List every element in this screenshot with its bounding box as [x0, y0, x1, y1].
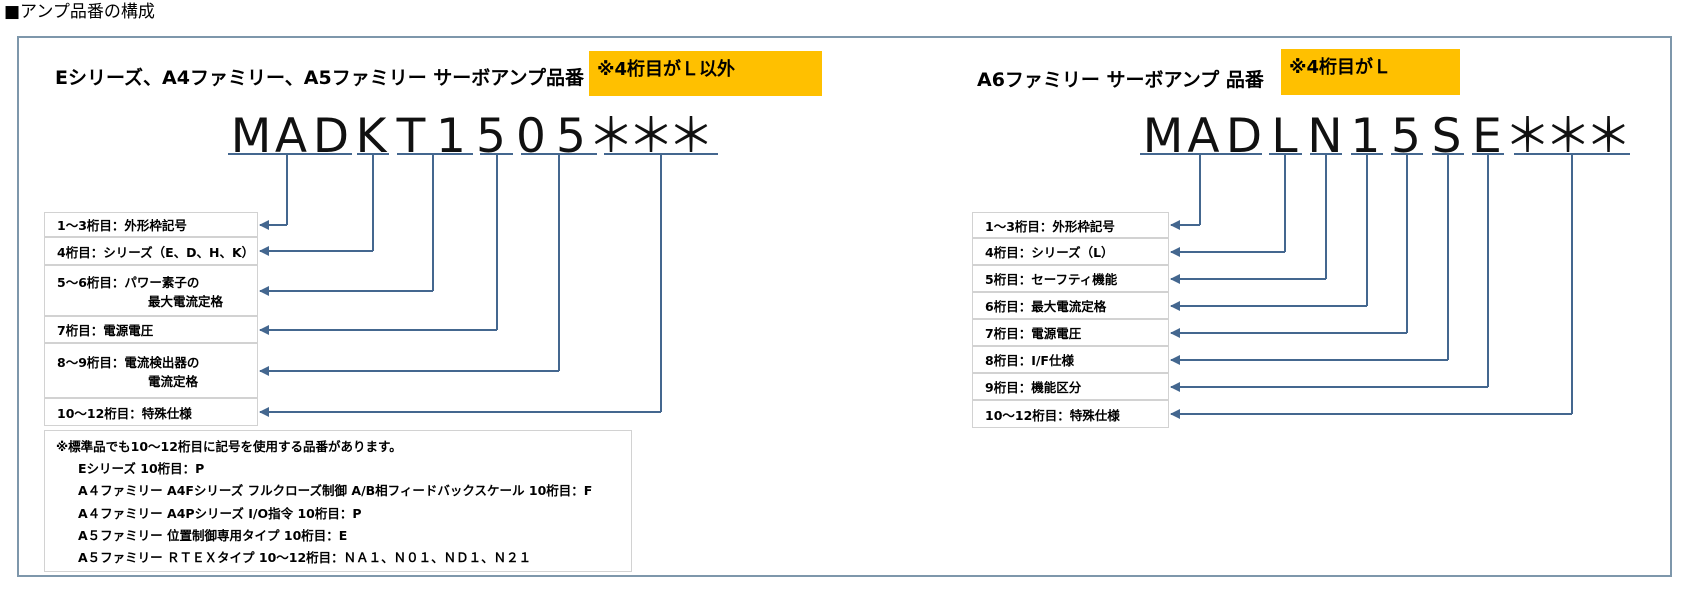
part-digit: ＊ — [627, 109, 675, 164]
digit-label: 4桁目：シリーズ（E、D、H、K） — [44, 237, 258, 265]
digit-label: 5～6桁目：パワー素子の最大電流定格 — [44, 265, 258, 316]
digit-label-line1: 8桁目：I/F仕様 — [985, 353, 1074, 368]
left-panel-title: Eシリーズ、A4ファミリー、A5ファミリー サーボアンプ品番 — [55, 67, 584, 89]
part-digit: D — [312, 109, 350, 164]
part-digit: E — [1472, 109, 1502, 164]
digit-label-line1: 4桁目：シリーズ（L） — [985, 245, 1114, 260]
part-digit: ＊ — [1544, 109, 1592, 164]
digit-label-line1: 10～12桁目：特殊仕様 — [985, 407, 1120, 423]
part-digit: S — [1431, 109, 1462, 164]
digit-label-line1: 10～12桁目：特殊仕様 — [57, 405, 192, 421]
digit-label: 10～12桁目：特殊仕様 — [44, 398, 258, 426]
digit-label: 10～12桁目：特殊仕様 — [972, 400, 1169, 428]
part-digit: 1 — [436, 109, 466, 164]
digit-label: 4桁目：シリーズ（L） — [972, 238, 1169, 265]
part-digit: A — [1187, 109, 1220, 164]
right-badge: ※4桁目がＬ — [1281, 49, 1460, 95]
part-digit: ＊ — [1585, 109, 1632, 164]
right-panel-title: A6ファミリー サーボアンプ 品番 — [977, 69, 1264, 91]
part-digit: 1 — [1350, 109, 1381, 164]
note-line: A４ファミリー A4Pシリーズ I/O指令 10桁目：P — [78, 505, 362, 521]
digit-label: 7桁目：電源電圧 — [972, 319, 1169, 346]
part-digit: N — [1307, 109, 1343, 164]
digit-label-line1: 5～6桁目：パワー素子の — [57, 274, 200, 290]
digit-label-line2: 電流定格 — [148, 373, 199, 389]
part-digit: ＊ — [587, 109, 635, 164]
digit-label-line1: 4桁目：シリーズ（E、D、H、K） — [57, 244, 255, 260]
section-heading: ■アンプ品番の構成 — [4, 2, 155, 22]
left-badge: ※4桁目がＬ以外 — [589, 51, 822, 96]
note-line: A４ファミリー A4Fシリーズ フルクローズ制御 A/B相フィードバックスケール… — [78, 483, 593, 499]
part-digit: ＊ — [1504, 109, 1551, 164]
digit-label-line1: 1～3桁目：外形枠記号 — [985, 218, 1115, 234]
digit-label: 5桁目：セーフティ機能 — [972, 265, 1169, 292]
part-digit: K — [355, 109, 387, 164]
digit-label-line1: 7桁目：電源電圧 — [57, 323, 154, 338]
part-digit: 0 — [516, 109, 546, 164]
part-digit: L — [1271, 109, 1298, 164]
part-digit: M — [230, 109, 272, 164]
notes-box: ※標準品でも10～12桁目に記号を使用する品番があります。 Eシリーズ 10桁目… — [44, 430, 632, 572]
part-digit: 5 — [1391, 109, 1421, 164]
note-line: A５ファミリー ＲＴＥＸタイプ 10～12桁目：ＮＡ１、Ｎ０１、ＮＤ１、Ｎ２１ — [78, 550, 532, 566]
digit-label-line1: 6桁目：最大電流定格 — [985, 299, 1107, 314]
note-line: A５ファミリー 位置制御専用タイプ 10桁目：E — [78, 527, 348, 543]
digit-label-line1: 7桁目：電源電圧 — [985, 326, 1082, 341]
digit-label-line1: 9桁目：機能区分 — [985, 380, 1082, 395]
part-digit: A — [274, 109, 308, 164]
part-digit: D — [1225, 109, 1263, 164]
part-digit: 5 — [476, 109, 506, 164]
note-line: ※標準品でも10～12桁目に記号を使用する品番があります。 — [56, 439, 402, 454]
part-digit: ＊ — [667, 109, 715, 164]
note-line: Eシリーズ 10桁目：P — [78, 461, 205, 477]
digit-label: 1～3桁目：外形枠記号 — [972, 212, 1169, 238]
part-digit: 5 — [556, 109, 586, 164]
digit-label-line1: 5桁目：セーフティ機能 — [985, 272, 1118, 287]
digit-label: 1～3桁目：外形枠記号 — [44, 212, 258, 237]
digit-label: 7桁目：電源電圧 — [44, 316, 258, 343]
digit-label-line2: 最大電流定格 — [148, 293, 224, 309]
digit-label: 6桁目：最大電流定格 — [972, 292, 1169, 319]
digit-label-line1: 1～3桁目：外形枠記号 — [57, 218, 187, 233]
diagram-frame — [17, 36, 1672, 577]
part-digit: M — [1142, 109, 1184, 164]
part-digit: T — [396, 109, 426, 164]
digit-label: 8～9桁目：電流検出器の電流定格 — [44, 343, 258, 398]
digit-label: 8桁目：I/F仕様 — [972, 346, 1169, 373]
digit-label: 9桁目：機能区分 — [972, 373, 1169, 400]
digit-label-line1: 8～9桁目：電流検出器の — [57, 354, 200, 370]
